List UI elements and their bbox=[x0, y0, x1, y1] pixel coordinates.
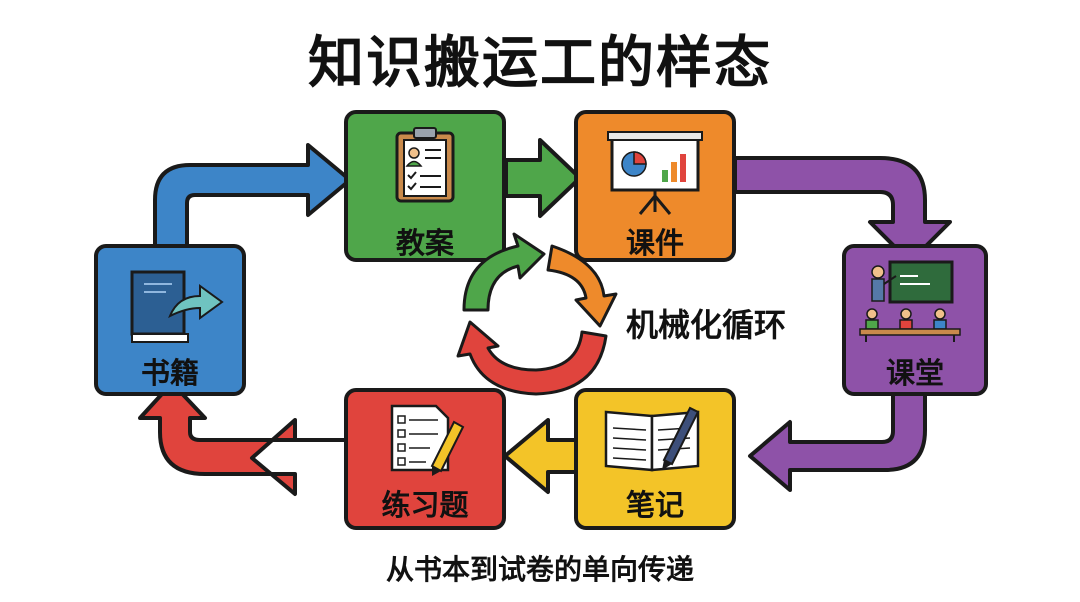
node-label-ketang: 课堂 bbox=[885, 356, 944, 390]
cycle-icon bbox=[456, 232, 618, 396]
node-ketang bbox=[842, 244, 988, 396]
presentation-chart-icon bbox=[607, 131, 703, 215]
node-label-jiaoan: 教案 bbox=[395, 226, 454, 260]
node-label-shuji: 书籍 bbox=[140, 356, 199, 390]
notebook-pen-icon bbox=[604, 406, 700, 472]
node-jiaoan bbox=[344, 110, 506, 262]
clipboard-icon bbox=[395, 127, 455, 203]
cycle-label: 机械化循环 bbox=[626, 306, 787, 344]
arrow-lianxiti-to-shuji bbox=[138, 381, 352, 496]
node-label-biji: 笔记 bbox=[625, 488, 684, 522]
page-title: 知识搬运工的样态 bbox=[308, 31, 772, 96]
node-lianxiti bbox=[344, 388, 506, 530]
arrow-biji-to-lianxiti bbox=[503, 418, 580, 494]
node-kejian bbox=[574, 110, 736, 262]
node-shuji bbox=[94, 244, 246, 396]
arrow-jiaoan-to-kejian bbox=[504, 138, 582, 218]
book-arrow-icon bbox=[130, 270, 224, 343]
worksheet-pencil-icon bbox=[390, 404, 465, 476]
page-subtitle: 从书本到试卷的单向传递 bbox=[385, 553, 694, 586]
arrow-shuji-to-jiaoan bbox=[153, 143, 352, 248]
node-biji bbox=[574, 388, 736, 530]
classroom-teacher-icon bbox=[859, 260, 961, 342]
arrow-ketang-to-biji bbox=[748, 391, 927, 492]
node-label-lianxiti: 练习题 bbox=[381, 488, 469, 522]
node-label-kejian: 课件 bbox=[625, 226, 684, 260]
